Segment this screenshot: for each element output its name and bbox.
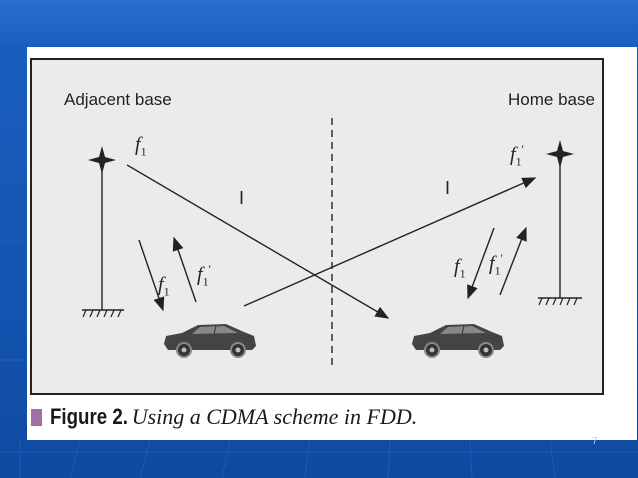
diagram-frame: Adjacent base Home base I I f1 f1' f1 f1… [30,58,604,395]
right-car-downlink-arrow [467,227,495,300]
freq-prime: ' [500,251,503,265]
slide-header-bar [0,0,638,46]
interference-label-left: I [239,188,245,208]
home-base-label: Home base [508,90,595,109]
freq-label-right-car-uplink: f1' [489,251,503,279]
freq-subscript: 1 [459,266,466,281]
freq-symbol: f [197,263,203,286]
left-car-icon [164,324,256,358]
freq-subscript: 1 [202,274,209,289]
freq-prime: ' [521,142,524,156]
left-car-downlink-arrow [138,239,165,312]
freq-subscript: 1 [163,284,170,299]
freq-label-left-car-downlink: f1 [158,272,170,300]
freq-label-right-car-downlink: f1 [454,254,466,282]
interference-label-right: I [445,178,451,198]
right-car-icon [412,324,504,358]
home-base-station [538,140,582,306]
adjacent-to-right-car-arrow [126,164,390,319]
freq-prime: ' [208,262,211,276]
freq-subscript: 1 [515,154,522,169]
freq-label-adjacent-downlink: f1 [135,132,147,160]
caption-text: Using a CDMA scheme in FDD. [131,404,418,429]
freq-subscript: 1 [140,144,147,159]
slide-number: 7 [592,436,598,447]
figure-caption: Figure 2. Using a CDMA scheme in FDD. [31,402,417,432]
fdd-cdma-diagram [82,118,582,370]
adjacent-base-label: Adjacent base [64,90,172,109]
freq-symbol: f [158,273,164,296]
right-car-uplink-arrow [499,226,527,296]
freq-symbol: f [454,255,460,278]
left-car-uplink-arrow [172,236,197,303]
adjacent-base-station [82,146,124,318]
freq-symbol: f [510,143,516,166]
caption-bullet [31,408,42,426]
freq-symbol: f [135,133,141,156]
caption-figure-number: Figure 2. [50,404,128,429]
freq-label-left-car-uplink: f1' [197,262,211,290]
freq-label-home-downlink: f1' [510,142,524,170]
left-car-to-home-arrow [243,177,537,307]
freq-subscript: 1 [494,263,501,278]
freq-symbol: f [489,252,495,275]
